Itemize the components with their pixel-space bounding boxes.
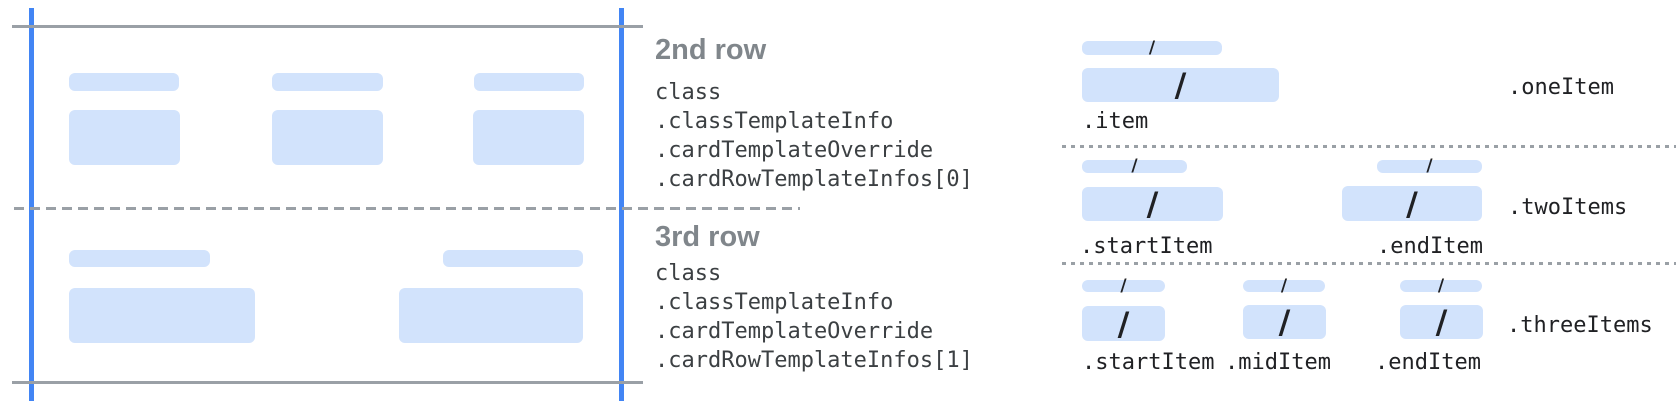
code-line: .cardRowTemplateInfos[0] bbox=[655, 167, 973, 192]
slash-glyph: / bbox=[1278, 303, 1291, 341]
slash-glyph: / bbox=[1437, 275, 1445, 296]
code-line: class bbox=[655, 261, 722, 286]
one-item-group-label: .oneItem bbox=[1508, 75, 1614, 100]
end-item-value-placeholder: / bbox=[1400, 305, 1483, 339]
section-separator-dotted-line bbox=[1062, 262, 1676, 265]
slash-glyph: / bbox=[1131, 156, 1138, 176]
end-item-label: .endItem bbox=[1377, 234, 1483, 259]
bottom-guide-line bbox=[12, 381, 643, 384]
slash-glyph: / bbox=[1148, 37, 1156, 58]
right-guide-line bbox=[619, 8, 624, 401]
row3-start-value-placeholder bbox=[69, 288, 255, 343]
row2-col2-value-placeholder bbox=[272, 110, 383, 165]
row3-code-path: class .classTemplateInfo .cardTemplateOv… bbox=[655, 259, 973, 375]
slash-glyph: / bbox=[1426, 156, 1433, 176]
item-label: .item bbox=[1082, 109, 1149, 134]
slash-glyph: / bbox=[1406, 184, 1418, 223]
row-separator-dashed-line bbox=[14, 207, 800, 210]
slash-glyph: / bbox=[1117, 304, 1130, 343]
three-items-group-label: .threeItems bbox=[1507, 313, 1653, 338]
slash-glyph: / bbox=[1146, 185, 1159, 223]
row3-end-label-placeholder bbox=[443, 250, 583, 267]
code-line: .cardTemplateOverride bbox=[655, 138, 934, 163]
mid-item-value-placeholder: / bbox=[1243, 305, 1326, 339]
row2-col2-label-placeholder bbox=[272, 73, 383, 91]
one-item-value-placeholder: / bbox=[1082, 68, 1279, 102]
start-item-value-placeholder: / bbox=[1082, 187, 1223, 221]
row2-col3-value-placeholder bbox=[473, 110, 584, 165]
slash-glyph: / bbox=[1120, 275, 1127, 296]
left-guide-line bbox=[29, 8, 34, 401]
slash-glyph: / bbox=[1435, 303, 1448, 341]
code-line: .classTemplateInfo bbox=[655, 290, 894, 315]
row2-col1-label-placeholder bbox=[69, 73, 179, 91]
section-separator-dotted-line bbox=[1062, 145, 1676, 148]
row3-end-value-placeholder bbox=[399, 288, 583, 343]
code-line: .cardRowTemplateInfos[1] bbox=[655, 348, 973, 373]
start-item-label-placeholder: / bbox=[1082, 156, 1187, 176]
row2-col1-value-placeholder bbox=[69, 110, 180, 165]
slash-glyph: / bbox=[1280, 275, 1288, 296]
mid-item-label: .midItem bbox=[1225, 350, 1331, 375]
code-line: class bbox=[655, 80, 722, 105]
end-item-label: .endItem bbox=[1375, 350, 1481, 375]
start-item-value-placeholder: / bbox=[1082, 306, 1165, 341]
row2-col3-label-placeholder bbox=[474, 73, 584, 91]
start-item-label-placeholder: / bbox=[1082, 275, 1165, 296]
row3-heading: 3rd row bbox=[655, 221, 760, 253]
row3-start-label-placeholder bbox=[69, 250, 210, 267]
end-item-label-placeholder: / bbox=[1377, 156, 1482, 176]
code-line: .cardTemplateOverride bbox=[655, 319, 934, 344]
end-item-value-placeholder: / bbox=[1342, 186, 1482, 221]
start-item-label: .startItem bbox=[1080, 234, 1213, 259]
top-guide-line bbox=[12, 25, 643, 28]
mid-item-label-placeholder: / bbox=[1243, 275, 1325, 296]
end-item-label-placeholder: / bbox=[1400, 275, 1482, 296]
row2-heading: 2nd row bbox=[655, 34, 767, 66]
one-item-label-placeholder: / bbox=[1082, 37, 1222, 58]
row2-code-path: class .classTemplateInfo .cardTemplateOv… bbox=[655, 78, 973, 194]
slash-glyph: / bbox=[1174, 66, 1187, 104]
two-items-group-label: .twoItems bbox=[1508, 195, 1628, 220]
code-line: .classTemplateInfo bbox=[655, 109, 894, 134]
start-item-label: .startItem bbox=[1082, 350, 1215, 375]
